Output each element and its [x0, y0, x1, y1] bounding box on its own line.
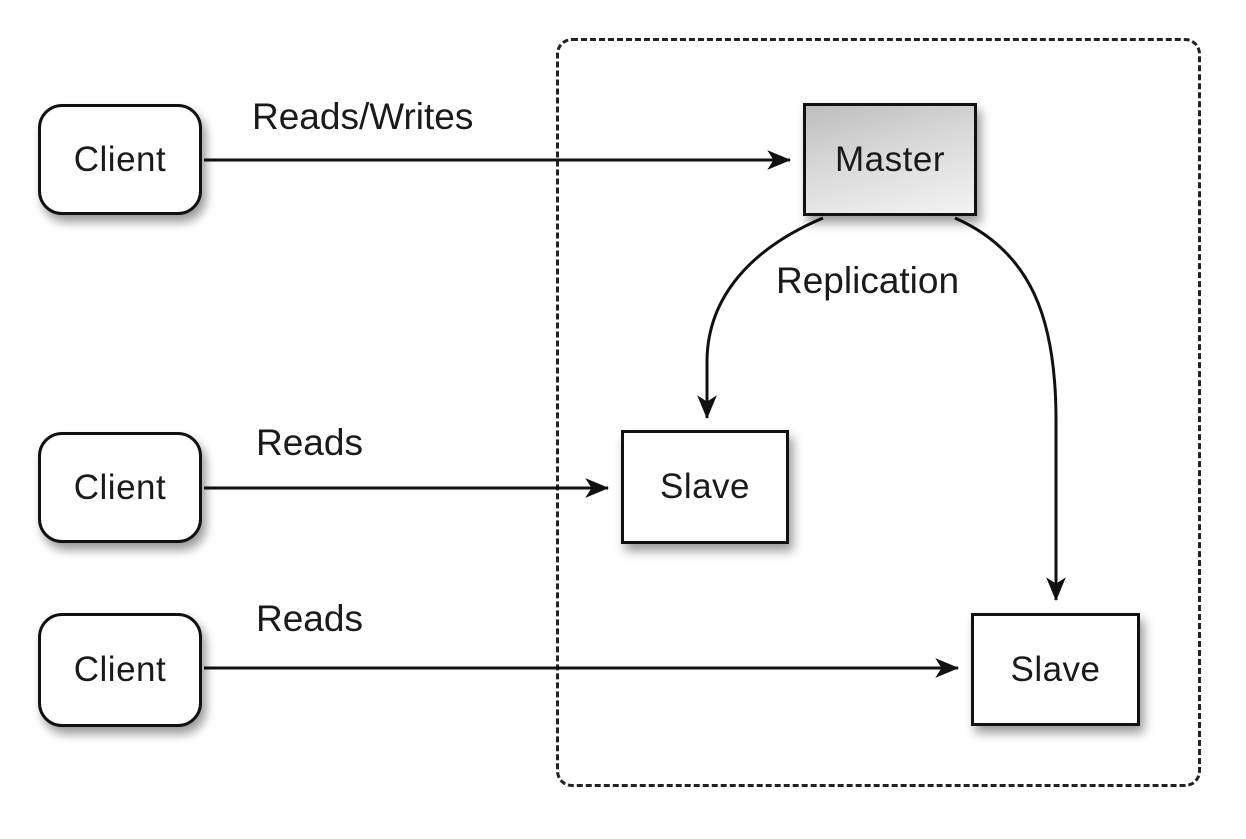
node-slave-2: Slave [971, 613, 1140, 726]
edge-label-reads-writes: Reads/Writes [252, 96, 474, 137]
node-client-1-label: Client [73, 139, 167, 179]
edge-label-reads-mid: Reads [256, 422, 363, 463]
node-master-label: Master [835, 139, 945, 179]
replication-cluster-boundary [556, 38, 1201, 787]
node-client-1: Client [38, 104, 202, 215]
node-client-3-label: Client [73, 650, 167, 689]
node-master: Master [803, 103, 977, 216]
edge-label-reads-bottom: Reads [256, 598, 363, 639]
node-client-2-label: Client [73, 467, 167, 507]
node-slave-1: Slave [621, 430, 789, 544]
node-slave-2-label: Slave [1010, 649, 1101, 689]
node-client-2: Client [38, 432, 202, 543]
node-slave-1-label: Slave [659, 467, 751, 506]
node-client-3: Client [38, 613, 202, 727]
edge-label-replication: Replication [776, 260, 960, 301]
